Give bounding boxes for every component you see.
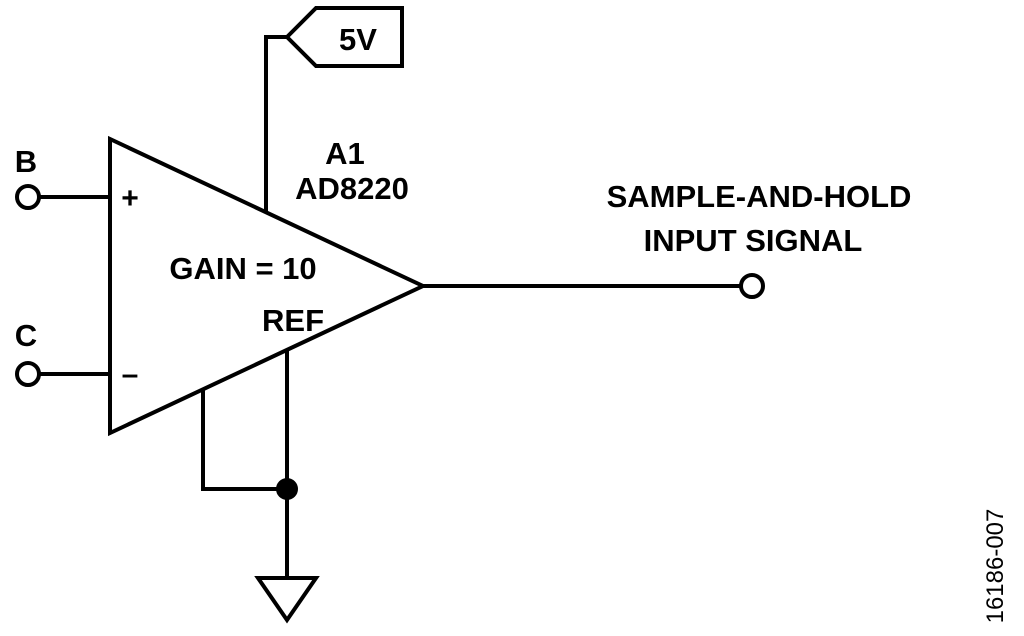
amplifier-designator: A1 [325, 136, 365, 171]
input-c-label: C [15, 318, 37, 353]
amplifier-part-number: AD8220 [295, 171, 409, 206]
noninverting-pin-label: + [121, 182, 139, 215]
input-b-terminal [15, 184, 41, 210]
inverting-pin-label: – [122, 358, 139, 391]
ref-pin-label: REF [262, 303, 324, 338]
input-c-terminal [15, 361, 41, 387]
input-b-label: B [15, 144, 37, 179]
figure-id: 16186-007 [982, 509, 1009, 624]
supply-wire [264, 35, 287, 212]
gain-label: GAIN = 10 [169, 251, 316, 286]
output-label-line1: SAMPLE-AND-HOLD [607, 179, 912, 214]
output-terminal [739, 273, 765, 299]
junction-dot [276, 478, 298, 500]
supply-label: 5V [339, 22, 377, 57]
supply-flag [284, 6, 404, 68]
opamp-triangle [108, 135, 428, 437]
ground-icon [254, 576, 320, 624]
output-label-line2: INPUT SIGNAL [644, 223, 863, 258]
lower-pin-wire [201, 389, 287, 491]
